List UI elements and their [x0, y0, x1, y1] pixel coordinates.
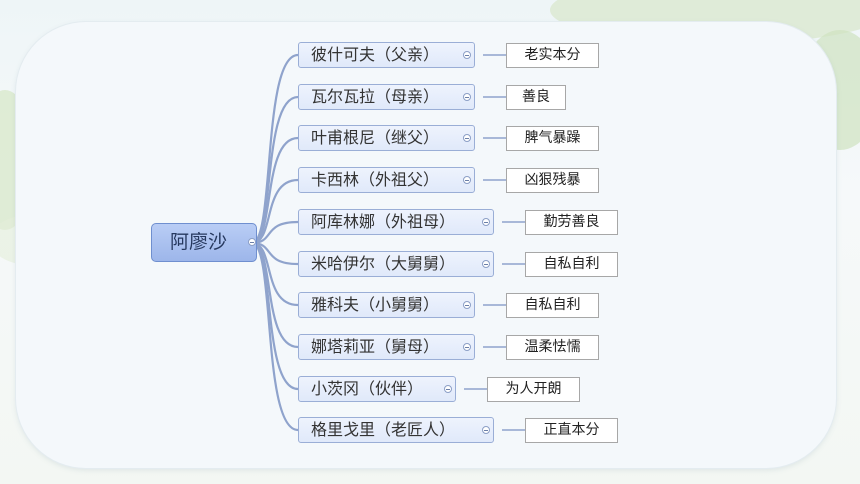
collapse-toggle-icon[interactable]	[463, 134, 471, 142]
branch-topic[interactable]: 彼什可夫（父亲）	[298, 42, 475, 68]
branch-topic-label: 彼什可夫（父亲）	[311, 45, 440, 64]
branch-topic[interactable]: 娜塔莉亚（舅母）	[298, 334, 475, 360]
collapse-toggle-icon[interactable]	[463, 176, 471, 184]
branch-topic[interactable]: 阿库林娜（外祖母）	[298, 209, 494, 235]
collapse-toggle-icon[interactable]	[463, 51, 471, 59]
branch-connector	[251, 53, 299, 245]
trait-topic[interactable]: 勤劳善良	[525, 210, 618, 235]
trait-topic[interactable]: 老实本分	[506, 43, 599, 68]
collapse-toggle-icon[interactable]	[248, 238, 256, 246]
trait-topic-label: 老实本分	[524, 47, 581, 63]
collapse-toggle-icon[interactable]	[482, 218, 490, 226]
branch-connector	[251, 241, 299, 432]
root-topic[interactable]: 阿廖沙	[151, 223, 257, 262]
branch-topic[interactable]: 小茨冈（伙伴）	[298, 376, 456, 402]
trait-topic[interactable]: 脾气暴躁	[506, 126, 599, 151]
collapse-toggle-icon[interactable]	[463, 301, 471, 309]
trait-topic[interactable]: 凶狠残暴	[506, 168, 599, 193]
trait-topic[interactable]: 正直本分	[525, 418, 618, 443]
trait-topic-label: 自私自利	[543, 256, 600, 272]
branch-topic-label: 阿库林娜（外祖母）	[311, 212, 456, 231]
trait-topic-label: 凶狠残暴	[524, 172, 581, 188]
root-topic-label: 阿廖沙	[170, 231, 228, 253]
trait-topic-label: 自私自利	[524, 297, 581, 313]
branch-topic[interactable]: 卡西林（外祖父）	[298, 167, 475, 193]
trait-topic[interactable]: 为人开朗	[487, 377, 580, 402]
trait-topic-label: 温柔怯懦	[524, 339, 581, 355]
branch-topic-label: 米哈伊尔（大舅舅）	[311, 254, 456, 273]
collapse-toggle-icon[interactable]	[444, 385, 452, 393]
trait-topic[interactable]: 自私自利	[506, 293, 599, 318]
trait-topic[interactable]: 温柔怯懦	[506, 335, 599, 360]
trait-topic-label: 勤劳善良	[543, 214, 600, 230]
branch-topic-label: 卡西林（外祖父）	[311, 170, 440, 189]
collapse-toggle-icon[interactable]	[482, 260, 490, 268]
branch-topic-label: 娜塔莉亚（舅母）	[311, 337, 440, 356]
branch-topic[interactable]: 雅科夫（小舅舅）	[298, 292, 475, 318]
trait-topic[interactable]: 自私自利	[525, 252, 618, 277]
trait-topic-label: 脾气暴躁	[524, 130, 581, 146]
branch-topic[interactable]: 叶甫根尼（继父）	[298, 125, 475, 151]
branch-connector	[251, 178, 299, 245]
branch-topic[interactable]: 格里戈里（老匠人）	[298, 417, 494, 443]
trait-topic-label: 善良	[522, 89, 550, 105]
collapse-toggle-icon[interactable]	[482, 426, 490, 434]
branch-topic-label: 小茨冈（伙伴）	[311, 379, 424, 398]
branch-connector	[251, 136, 299, 245]
trait-topic[interactable]: 善良	[506, 85, 566, 110]
branch-topic-label: 叶甫根尼（继父）	[311, 128, 440, 147]
collapse-toggle-icon[interactable]	[463, 343, 471, 351]
branch-topic[interactable]: 瓦尔瓦拉（母亲）	[298, 84, 475, 110]
branch-topic[interactable]: 米哈伊尔（大舅舅）	[298, 251, 494, 277]
branch-topic-label: 瓦尔瓦拉（母亲）	[311, 87, 440, 106]
trait-topic-label: 正直本分	[543, 422, 600, 438]
trait-topic-label: 为人开朗	[505, 381, 562, 397]
branch-topic-label: 雅科夫（小舅舅）	[311, 295, 440, 314]
collapse-toggle-icon[interactable]	[463, 93, 471, 101]
branch-connector	[251, 220, 299, 245]
branch-topic-label: 格里戈里（老匠人）	[311, 420, 456, 439]
